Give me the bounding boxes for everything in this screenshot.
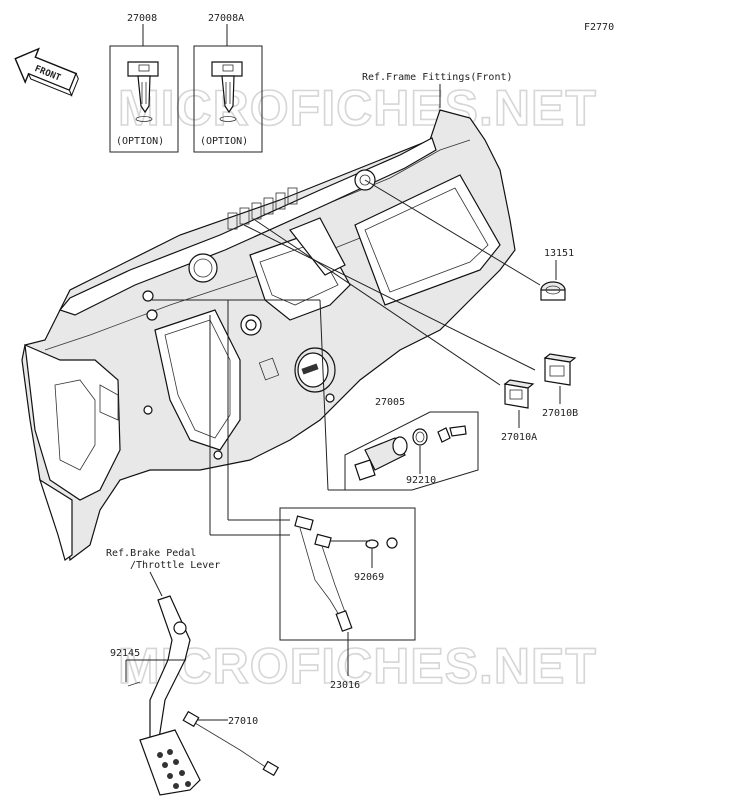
key1-option-text: (OPTION) xyxy=(116,136,164,147)
key-icon xyxy=(127,61,159,122)
watermark-top: MICROFICHES.NET xyxy=(118,80,597,136)
part-23016[interactable]: 92069 23016 xyxy=(279,507,416,691)
ref-brake-pedal: Ref.Brake Pedal xyxy=(106,548,196,559)
part-27010-label: 27010 xyxy=(228,716,258,727)
key1-part-number: 27008 xyxy=(127,13,157,24)
key2-option-text: (OPTION) xyxy=(200,136,248,147)
figure-code: F2770 xyxy=(584,22,614,33)
throttle-pedal xyxy=(127,595,280,796)
pedal-grip-dots xyxy=(157,749,191,789)
part-23016-label: 23016 xyxy=(330,680,360,691)
part-92069-label: 92069 xyxy=(354,572,384,583)
rocker-switch-icon xyxy=(503,379,535,409)
option-key-box-2[interactable]: 27008A (OPTION) xyxy=(193,13,263,153)
watermark-bottom: MICROFICHES.NET xyxy=(118,638,597,694)
key-icon xyxy=(211,61,243,122)
part-27005-label: 27005 xyxy=(375,397,405,408)
switch-slot-row xyxy=(227,187,298,230)
option-key-box-1[interactable]: 27008 (OPTION) xyxy=(109,13,179,153)
power-outlet-icon xyxy=(540,281,566,301)
part-27010A-label: 27010A xyxy=(501,432,537,443)
part-27005[interactable]: 27005 92210 xyxy=(344,397,479,491)
dashboard-panel xyxy=(21,109,516,562)
wire-harness-icon xyxy=(294,515,353,632)
part-92145-label: 92145 xyxy=(110,648,140,659)
part-27010B-label: 27010B xyxy=(542,408,578,419)
part-27010A[interactable]: 27010A xyxy=(501,379,537,443)
front-arrow-icon: FRONT xyxy=(14,47,79,97)
part-13151[interactable]: 13151 xyxy=(540,248,574,301)
rocker-switch-icon xyxy=(543,353,577,386)
ref-throttle-lever: /Throttle Lever xyxy=(130,560,220,571)
part-92210-label: 92210 xyxy=(406,475,436,486)
ref-frame-fittings: Ref.Frame Fittings(Front) xyxy=(362,72,513,83)
part-13151-label: 13151 xyxy=(544,248,574,259)
key2-part-number: 27008A xyxy=(208,13,244,24)
part-27010B[interactable]: 27010B xyxy=(542,353,578,419)
ignition-switch-icon xyxy=(354,425,467,481)
